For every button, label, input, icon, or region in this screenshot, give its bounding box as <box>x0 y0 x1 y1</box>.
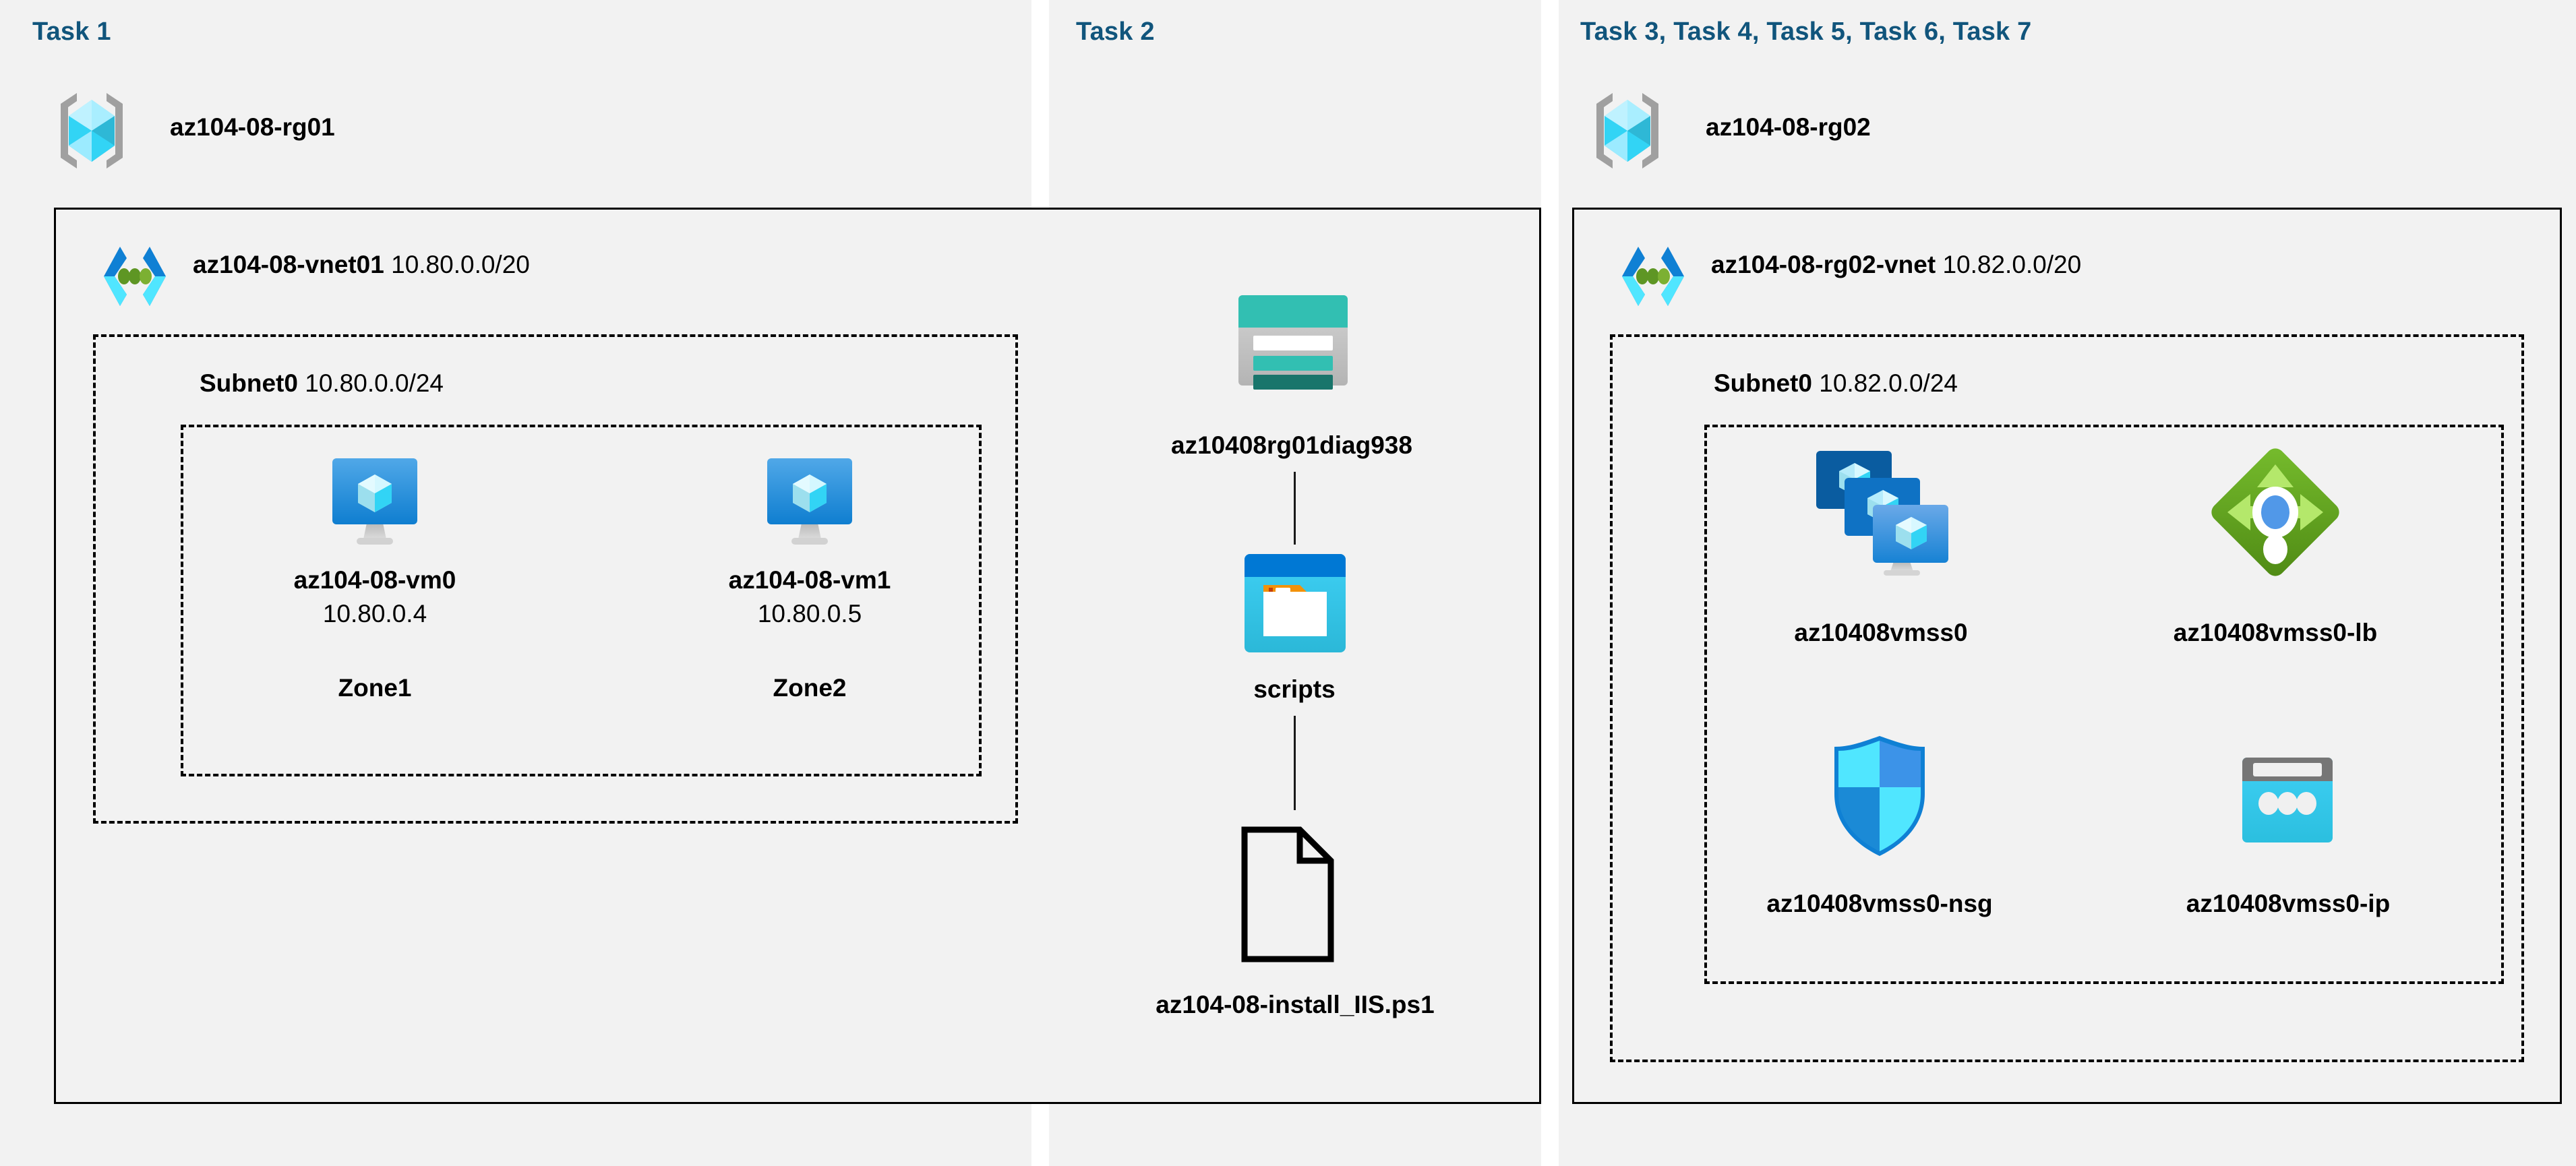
blob-container-icon <box>1239 547 1351 659</box>
task3-vnet-name: az104-08-rg02-vnet <box>1711 251 1936 278</box>
task3-nsg-label: az10408vmss0-nsg <box>1766 890 1993 917</box>
task1-subnet-cidr: 10.80.0.0/24 <box>305 369 444 397</box>
task3-subnet-label: Subnet0 10.82.0.0/24 <box>1714 369 1958 398</box>
connector-storage-to-scripts <box>1294 472 1296 545</box>
storage-account-icon <box>1229 276 1357 404</box>
task1-vnet-cidr: 10.80.0.0/20 <box>391 251 530 278</box>
task3-vnet-box <box>1572 208 2562 1104</box>
task2-scripts-label: scripts <box>1253 675 1336 703</box>
load-balancer-icon <box>2211 448 2339 576</box>
task1-subnet-label: Subnet0 10.80.0.0/24 <box>200 369 444 398</box>
task1-vm0-name: az104-08-vm0 <box>293 566 456 594</box>
task3-subnet-name: Subnet0 <box>1714 369 1812 397</box>
task3-subnet-cidr: 10.82.0.0/24 <box>1819 369 1958 397</box>
task1-subnet-name: Subnet0 <box>200 369 298 397</box>
virtual-machine-icon <box>327 453 423 549</box>
task3-subnet-box <box>1610 334 2524 1062</box>
task3-resource-group-label: az104-08-rg02 <box>1706 113 1871 141</box>
network-security-group-icon <box>1829 735 1930 859</box>
connector-scripts-to-file <box>1294 716 1296 810</box>
file-icon <box>1240 826 1343 967</box>
task3-vmss-label: az10408vmss0 <box>1794 619 1968 646</box>
virtual-network-icon <box>94 243 175 310</box>
task1-vm1-ip: 10.80.0.5 <box>757 600 862 627</box>
task1-vnet-name: az104-08-vnet01 <box>193 251 384 278</box>
task1-vm-group-box <box>181 425 982 776</box>
task1-vm1-name: az104-08-vm1 <box>728 566 891 594</box>
task1-vnet-label: az104-08-vnet01 10.80.0.0/20 <box>193 251 530 279</box>
task2-file-label: az104-08-install_IIS.ps1 <box>1156 991 1435 1018</box>
task1-vm0-zone: Zone1 <box>338 674 412 702</box>
task1-vm0-ip: 10.80.0.4 <box>322 600 427 627</box>
task1-title: Task 1 <box>32 18 111 46</box>
task3-vnet-label: az104-08-rg02-vnet 10.82.0.0/20 <box>1711 251 2081 279</box>
task1-subnet-box <box>93 334 1018 824</box>
resource-group-icon <box>1583 86 1672 175</box>
task3-resource-group-box <box>1704 425 2504 984</box>
virtual-machine-icon <box>762 453 858 549</box>
task3-ip-label: az10408vmss0-ip <box>2186 890 2391 917</box>
task2-title: Task 2 <box>1076 18 1155 46</box>
task3-vnet-cidr: 10.82.0.0/20 <box>1942 251 2082 278</box>
task3-lb-label: az10408vmss0-lb <box>2173 619 2378 646</box>
virtual-network-icon <box>1613 243 1694 310</box>
task1-vm1-zone: Zone2 <box>773 674 847 702</box>
task1-resource-group-label: az104-08-rg01 <box>170 113 335 141</box>
resource-group-icon <box>47 86 136 175</box>
public-ip-address-icon <box>2234 748 2342 857</box>
task3-title: Task 3, Task 4, Task 5, Task 6, Task 7 <box>1580 18 2032 46</box>
vm-scale-set-icon <box>1814 448 1948 576</box>
task2-storage-label: az10408rg01diag938 <box>1171 431 1412 459</box>
